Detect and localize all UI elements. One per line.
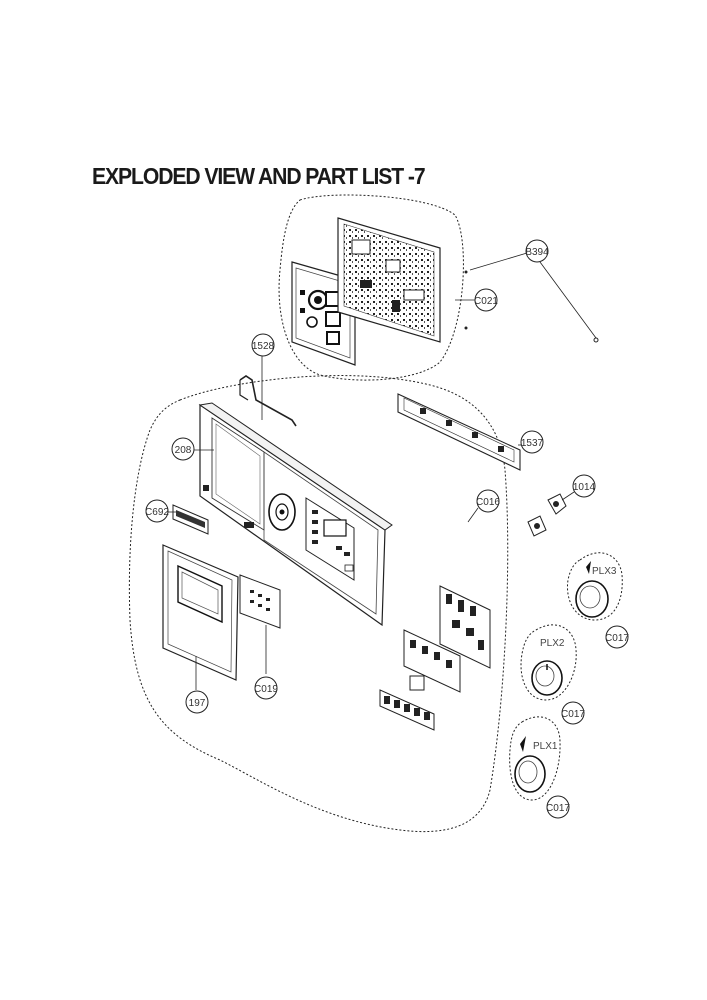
drawer-front-197-part (162, 544, 239, 681)
svg-text:1014: 1014 (573, 482, 596, 493)
svg-text:C017: C017 (561, 709, 585, 720)
page-title: EXPLODED VIEW AND PART LIST -7 (92, 163, 426, 189)
svg-text:B394: B394 (525, 247, 549, 258)
callout-c017-plx1: C017 (546, 795, 570, 819)
svg-text:208: 208 (175, 445, 192, 456)
svg-text:C021: C021 (474, 296, 498, 307)
button-row-part (379, 689, 435, 731)
rail-1537-part (397, 393, 521, 471)
callout-1528: 1528 (251, 333, 275, 357)
svg-text:197: 197 (189, 698, 206, 709)
knob-plx2-outline (520, 624, 577, 701)
svg-text:C017: C017 (546, 803, 570, 814)
control-panel-frame-part (198, 402, 393, 627)
svg-text:C692: C692 (145, 507, 169, 518)
c016-leader (467, 507, 479, 523)
knob-plx1-outline (509, 716, 561, 801)
callout-208: 208 (171, 437, 195, 461)
label-plx1: PLX1 (533, 741, 558, 752)
svg-text:1537: 1537 (521, 438, 544, 449)
wire-1528-part (239, 375, 297, 427)
callout-c016: C016 (476, 489, 500, 513)
svg-text:C016: C016 (476, 497, 500, 508)
label-plx2: PLX2 (540, 638, 565, 649)
screw-b394-part (469, 252, 599, 343)
callout-c019: C019 (254, 676, 278, 700)
button-holder-part (403, 585, 491, 693)
switch-1014-part (527, 493, 567, 537)
callout-1537: 1537 (520, 430, 544, 454)
callout-1014: 1014 (572, 474, 596, 498)
callout-c017-plx3: C017 (605, 625, 629, 649)
knob-plx3-outline (566, 552, 623, 621)
knob-plx3-part (575, 561, 609, 618)
label-plx3: PLX3 (592, 566, 617, 577)
knob-plx1-part (514, 736, 546, 793)
callout-197: 197 (185, 690, 209, 714)
callout-b394: B394 (525, 239, 549, 263)
callout-c021: C021 (474, 288, 498, 312)
pcb-group-outline (278, 194, 464, 381)
svg-text:C017: C017 (605, 633, 629, 644)
callout-c017-plx2: C017 (561, 701, 585, 725)
decal-c019-part (239, 574, 281, 629)
c1014-leader (561, 491, 575, 501)
main-pcb-part (337, 217, 468, 343)
handle-c692-part (172, 504, 209, 535)
knob-plx2-part (531, 660, 563, 696)
svg-text:1528: 1528 (252, 341, 275, 352)
svg-text:C019: C019 (254, 684, 278, 695)
callout-c692: C692 (145, 499, 169, 523)
